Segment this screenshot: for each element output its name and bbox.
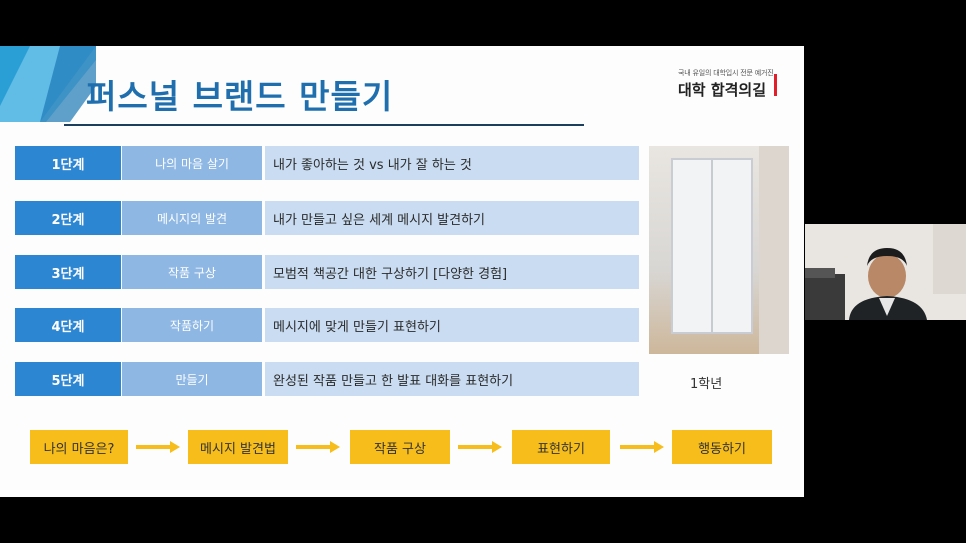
arrow-right-icon bbox=[136, 441, 180, 453]
classroom-photo bbox=[649, 146, 789, 354]
step-description: 완성된 작품 만들고 한 발표 대화를 표현하기 bbox=[265, 362, 639, 396]
step-description: 내가 만들고 싶은 세계 메시지 발견하기 bbox=[265, 201, 639, 235]
brand-red-mark bbox=[774, 74, 777, 96]
flow-box: 나의 마음은? bbox=[30, 430, 128, 464]
brand-tagline: 국내 유일의 대학입시 전문 예거진 bbox=[678, 69, 774, 77]
slide-title: 퍼스널 브랜드 만들기 bbox=[86, 77, 394, 116]
step-description: 모범적 책공간 대한 구상하기 [다양한 경험] bbox=[265, 255, 639, 289]
flow-box: 행동하기 bbox=[672, 430, 772, 464]
arrow-right-icon bbox=[620, 441, 664, 453]
brand-name: 대학 합격의길 bbox=[678, 81, 767, 99]
photo-caption: 1학년 bbox=[690, 377, 723, 392]
flow-box: 표현하기 bbox=[512, 430, 610, 464]
step-topic: 메시지의 발견 bbox=[122, 201, 262, 235]
person-video-feed-icon bbox=[805, 224, 966, 320]
flow-box: 작품 구상 bbox=[350, 430, 450, 464]
webcam-video[interactable] bbox=[805, 224, 966, 320]
step-topic: 작품 구상 bbox=[122, 255, 262, 289]
flow-box: 메시지 발견법 bbox=[188, 430, 288, 464]
step-topic: 만들기 bbox=[122, 362, 262, 396]
corner-decoration bbox=[0, 46, 96, 122]
step-topic: 나의 마음 살기 bbox=[122, 146, 262, 180]
step-description: 메시지에 맞게 만들기 표현하기 bbox=[265, 308, 639, 342]
arrow-right-icon bbox=[296, 441, 340, 453]
step-label: 5단계 bbox=[15, 362, 121, 396]
step-label: 1단계 bbox=[15, 146, 121, 180]
arrow-right-icon bbox=[458, 441, 502, 453]
presentation-slide: 퍼스널 브랜드 만들기 국내 유일의 대학입시 전문 예거진 대학 합격의길 1… bbox=[0, 46, 804, 497]
step-description: 내가 좋아하는 것 vs 내가 잘 하는 것 bbox=[265, 146, 639, 180]
title-underline bbox=[64, 124, 584, 126]
cabinet-image bbox=[671, 158, 753, 334]
step-label: 2단계 bbox=[15, 201, 121, 235]
brand-logo: 국내 유일의 대학입시 전문 예거진 대학 합격의길 bbox=[678, 68, 777, 100]
step-label: 4단계 bbox=[15, 308, 121, 342]
step-topic: 작품하기 bbox=[122, 308, 262, 342]
step-label: 3단계 bbox=[15, 255, 121, 289]
